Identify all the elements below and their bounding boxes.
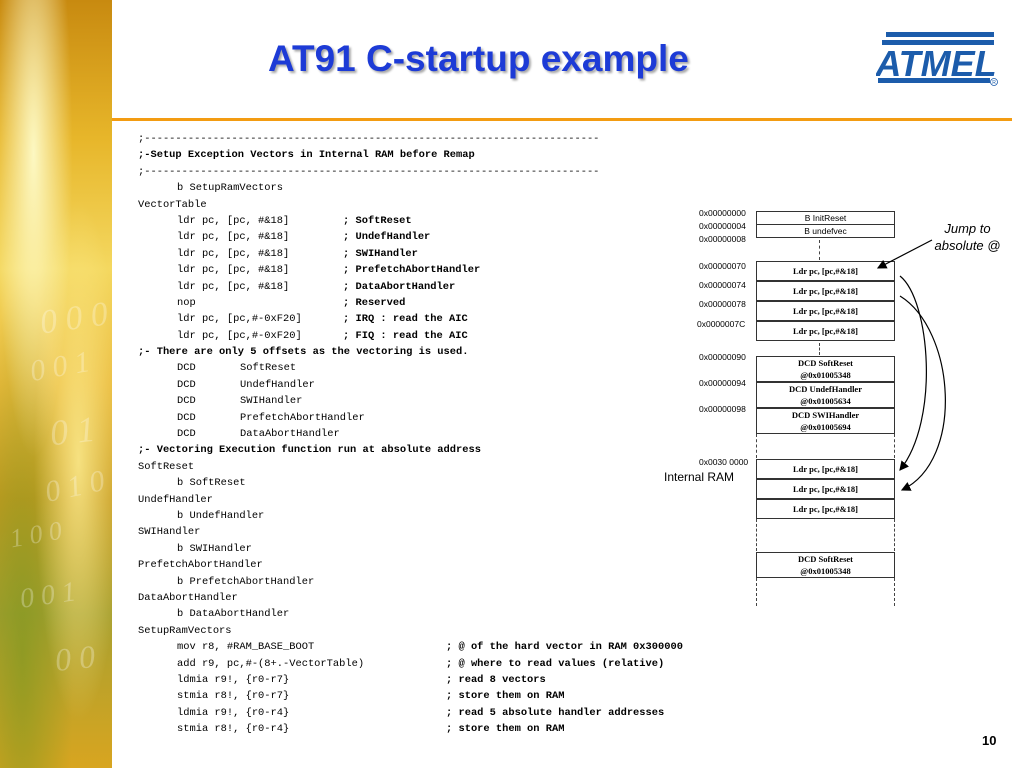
address-label: 0x00000008 bbox=[699, 234, 746, 244]
memory-gap-dots bbox=[819, 240, 820, 260]
memory-gap-dots bbox=[756, 519, 757, 551]
code-label: PrefetchAbortHandler bbox=[138, 559, 263, 572]
code-line: ldmia r9!, {r0-r7}; read 8 vectors bbox=[177, 673, 546, 686]
code-comment: ;- Vectoring Execution function run at a… bbox=[138, 444, 481, 457]
memory-cell: B undefvec bbox=[756, 224, 895, 238]
address-label: 0x00000074 bbox=[699, 280, 746, 290]
code-line: ldr pc, [pc,#-0xF20]; IRQ : read the AIC bbox=[177, 313, 468, 326]
code-separator: ;---------------------------------------… bbox=[138, 133, 600, 145]
address-label: 0x00000004 bbox=[699, 221, 746, 231]
jump-note-line: absolute @ bbox=[934, 238, 1001, 253]
code-label: SoftReset bbox=[138, 460, 195, 473]
arrow-vector-2 bbox=[899, 295, 946, 491]
cell-line: DCD UndefHandler bbox=[789, 384, 862, 394]
memory-cell: Ldr pc, [pc,#&18] bbox=[756, 459, 895, 479]
cell-line: @0x01005348 bbox=[800, 370, 851, 380]
memory-cell-dcd: DCD SoftReset @0x01005348 bbox=[756, 552, 895, 578]
internal-ram-label: Internal RAM bbox=[664, 470, 735, 484]
arrow-vector-1 bbox=[899, 275, 927, 471]
code-line: stmia r8!, {r0-r7}; store them on RAM bbox=[177, 690, 565, 703]
code-line: b PrefetchAbortHandler bbox=[177, 575, 315, 588]
code-line: b SWIHandler bbox=[177, 542, 252, 555]
code-line: stmia r8!, {r0-r4}; store them on RAM bbox=[177, 723, 565, 736]
code-line: ldr pc, [pc, #&18]; DataAbortHandler bbox=[177, 280, 456, 293]
cell-line: @0x01005634 bbox=[800, 396, 851, 406]
code-line: ldr pc, [pc, #&18]; SWIHandler bbox=[177, 247, 418, 260]
code-header-comment: ;-Setup Exception Vectors in Internal RA… bbox=[138, 149, 475, 162]
svg-text:R: R bbox=[992, 80, 996, 86]
decorative-side-strip: 0 0 0 0 0 1 0 1 0 1 0 1 0 0 0 0 1 0 0 bbox=[0, 0, 112, 768]
memory-cell: Ldr pc, [pc,#&18] bbox=[756, 499, 895, 519]
logo-text: ATMEL bbox=[876, 43, 997, 84]
memory-cell-dcd: DCD UndefHandler @0x01005634 bbox=[756, 382, 895, 408]
jump-note-line: Jump to bbox=[944, 221, 991, 236]
cell-line: @0x01005348 bbox=[800, 566, 851, 576]
code-line: b SetupRamVectors bbox=[177, 182, 284, 195]
memory-cell: Ldr pc, [pc,#&18] bbox=[756, 301, 895, 321]
memory-cell-dcd: DCD SWIHandler @0x01005694 bbox=[756, 408, 895, 434]
cell-line: DCD SoftReset bbox=[797, 554, 853, 564]
code-comment: ;- There are only 5 offsets as the vecto… bbox=[138, 346, 469, 359]
code-label: SetupRamVectors bbox=[138, 624, 232, 637]
code-line: ldr pc, [pc, #&18]; SoftReset bbox=[177, 214, 412, 227]
atmel-logo: ATMEL R bbox=[876, 32, 998, 86]
address-label: 0x00000098 bbox=[699, 404, 746, 414]
code-label: UndefHandler bbox=[138, 493, 213, 506]
memory-cell: B InitReset bbox=[756, 211, 895, 225]
address-label: 0x00000094 bbox=[699, 378, 746, 388]
memory-cell: Ldr pc, [pc,#&18] bbox=[756, 281, 895, 301]
memory-cell: Ldr pc, [pc,#&18] bbox=[756, 321, 895, 341]
memory-cell: Ldr pc, [pc,#&18] bbox=[756, 479, 895, 499]
jump-note: Jump to absolute @ bbox=[930, 220, 1005, 254]
code-line: b DataAbortHandler bbox=[177, 608, 290, 621]
address-label: 0x0000007C bbox=[697, 319, 746, 329]
memory-gap-dots bbox=[894, 578, 895, 606]
title-divider bbox=[112, 118, 1012, 121]
code-line: ldr pc, [pc,#-0xF20]; FIQ : read the AIC bbox=[177, 329, 468, 342]
address-label: 0x00000090 bbox=[699, 352, 746, 362]
address-label: 0x00000000 bbox=[699, 208, 746, 218]
code-label: VectorTable bbox=[138, 198, 207, 211]
code-listing: ;---------------------------------------… bbox=[138, 131, 718, 737]
address-label: 0x00000078 bbox=[699, 299, 746, 309]
cell-line: DCD SoftReset bbox=[797, 358, 853, 368]
slide-title: AT91 C-startup example bbox=[268, 38, 689, 79]
address-label: 0x0030 0000 bbox=[699, 457, 749, 467]
code-line: b UndefHandler bbox=[177, 509, 265, 522]
code-label: SWIHandler bbox=[138, 526, 201, 539]
code-line: ldmia r9!, {r0-r4}; read 5 absolute hand… bbox=[177, 706, 665, 719]
code-separator: ;---------------------------------------… bbox=[138, 165, 600, 178]
memory-gap-dots bbox=[819, 343, 820, 355]
address-label: 0x00000070 bbox=[699, 261, 746, 271]
code-line: ldr pc, [pc, #&18]; PrefetchAbortHandler bbox=[177, 264, 481, 277]
memory-gap-dots bbox=[894, 434, 895, 458]
code-line: ldr pc, [pc, #&18]; UndefHandler bbox=[177, 231, 431, 244]
memory-gap-dots bbox=[894, 519, 895, 551]
memory-gap-dots bbox=[756, 578, 757, 606]
cell-line: DCD SWIHandler bbox=[791, 410, 860, 420]
page-number: 10 bbox=[982, 733, 997, 748]
code-line: b SoftReset bbox=[177, 477, 246, 490]
cell-line: @0x01005694 bbox=[800, 422, 851, 432]
memory-cell-dcd: DCD SoftReset @0x01005348 bbox=[756, 356, 895, 382]
memory-cell: Ldr pc, [pc,#&18] bbox=[756, 261, 895, 281]
code-label: DataAbortHandler bbox=[138, 591, 238, 604]
code-line: mov r8, #RAM_BASE_BOOT; @ of the hard ve… bbox=[177, 641, 683, 654]
code-line: nop; Reserved bbox=[177, 296, 406, 309]
memory-gap-dots bbox=[756, 434, 757, 458]
code-line: add r9, pc,#-(8+.-VectorTable); @ where … bbox=[177, 657, 665, 670]
